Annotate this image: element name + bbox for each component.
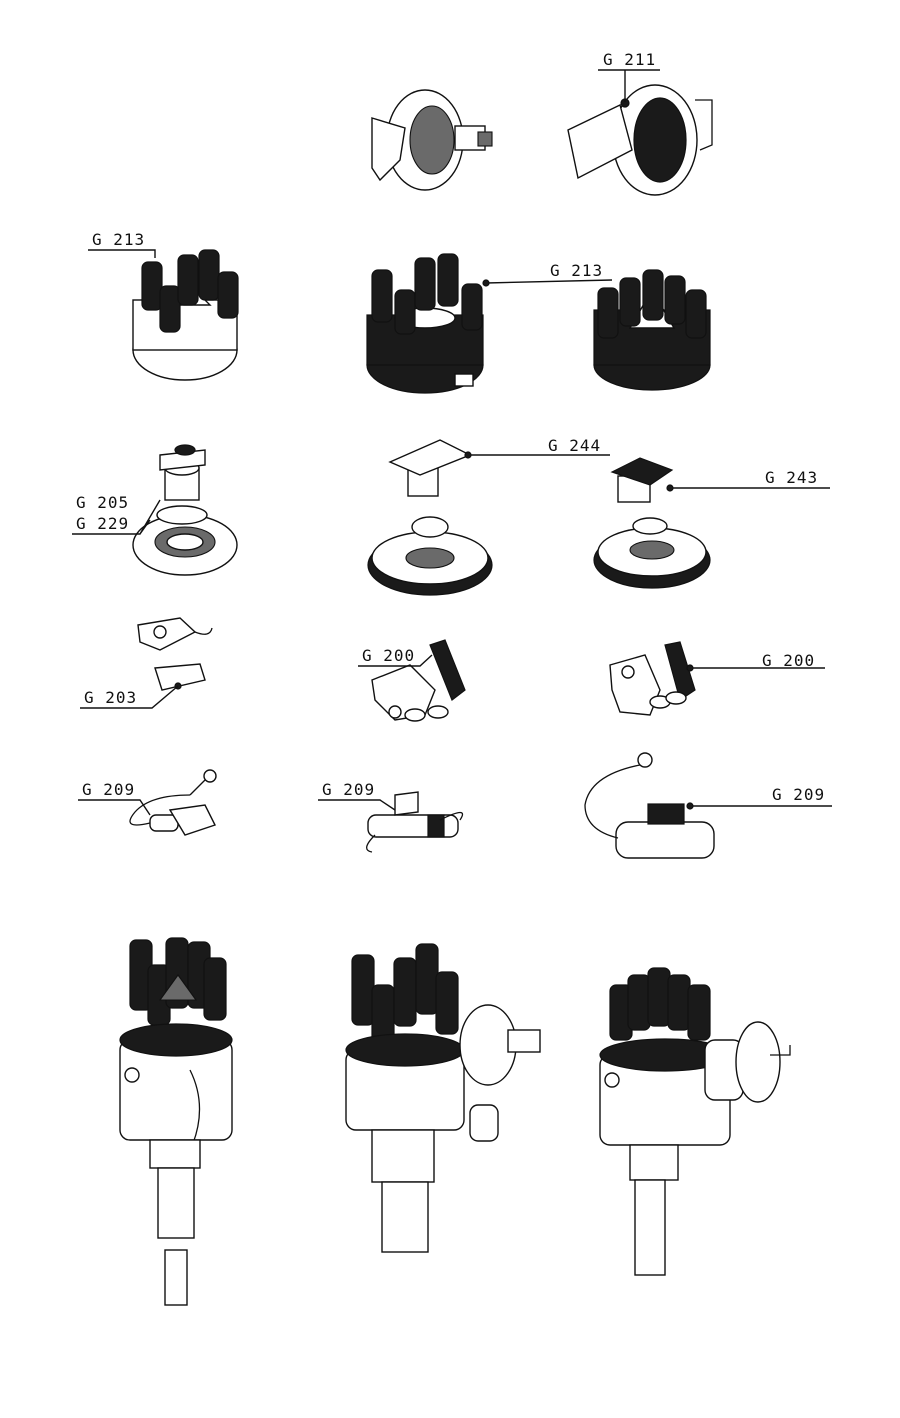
breaker-points-left-icon bbox=[137, 617, 213, 691]
rotor-plate-right-icon bbox=[593, 457, 711, 589]
label-g244: G 244 bbox=[548, 436, 601, 455]
breaker-points-right-icon bbox=[609, 641, 696, 716]
distributor-assembly-center-icon bbox=[345, 943, 541, 1253]
distributor-assembly-left-icon bbox=[119, 937, 233, 1306]
condenser-center-icon bbox=[366, 791, 464, 853]
label-g213-left: G 213 bbox=[92, 230, 145, 249]
distributor-cap-center-icon bbox=[366, 253, 484, 394]
condenser-right-icon bbox=[584, 752, 715, 859]
label-g209-right: G 209 bbox=[772, 785, 825, 804]
vacuum-unit-right-icon bbox=[567, 84, 713, 196]
vacuum-unit-left-icon bbox=[371, 89, 493, 191]
label-g213-center: G 213 bbox=[550, 261, 603, 280]
label-g209-left: G 209 bbox=[82, 780, 135, 799]
label-g243: G 243 bbox=[765, 468, 818, 487]
distributor-assembly-right-icon bbox=[599, 967, 791, 1276]
label-g229: G 229 bbox=[76, 514, 129, 533]
condenser-left-icon bbox=[129, 769, 217, 836]
label-g211: G 211 bbox=[603, 50, 656, 69]
label-g200-right: G 200 bbox=[762, 651, 815, 670]
label-g205: G 205 bbox=[76, 493, 129, 512]
rotor-plate-center-icon bbox=[367, 439, 493, 596]
distributor-cap-left-icon bbox=[132, 249, 239, 381]
label-g203: G 203 bbox=[84, 688, 137, 707]
distributor-cap-right-icon bbox=[593, 269, 711, 391]
breaker-points-center-icon bbox=[371, 639, 466, 722]
label-g200-center: G 200 bbox=[362, 646, 415, 665]
rotor-plate-left-icon bbox=[132, 444, 238, 576]
label-g209-center: G 209 bbox=[322, 780, 375, 799]
